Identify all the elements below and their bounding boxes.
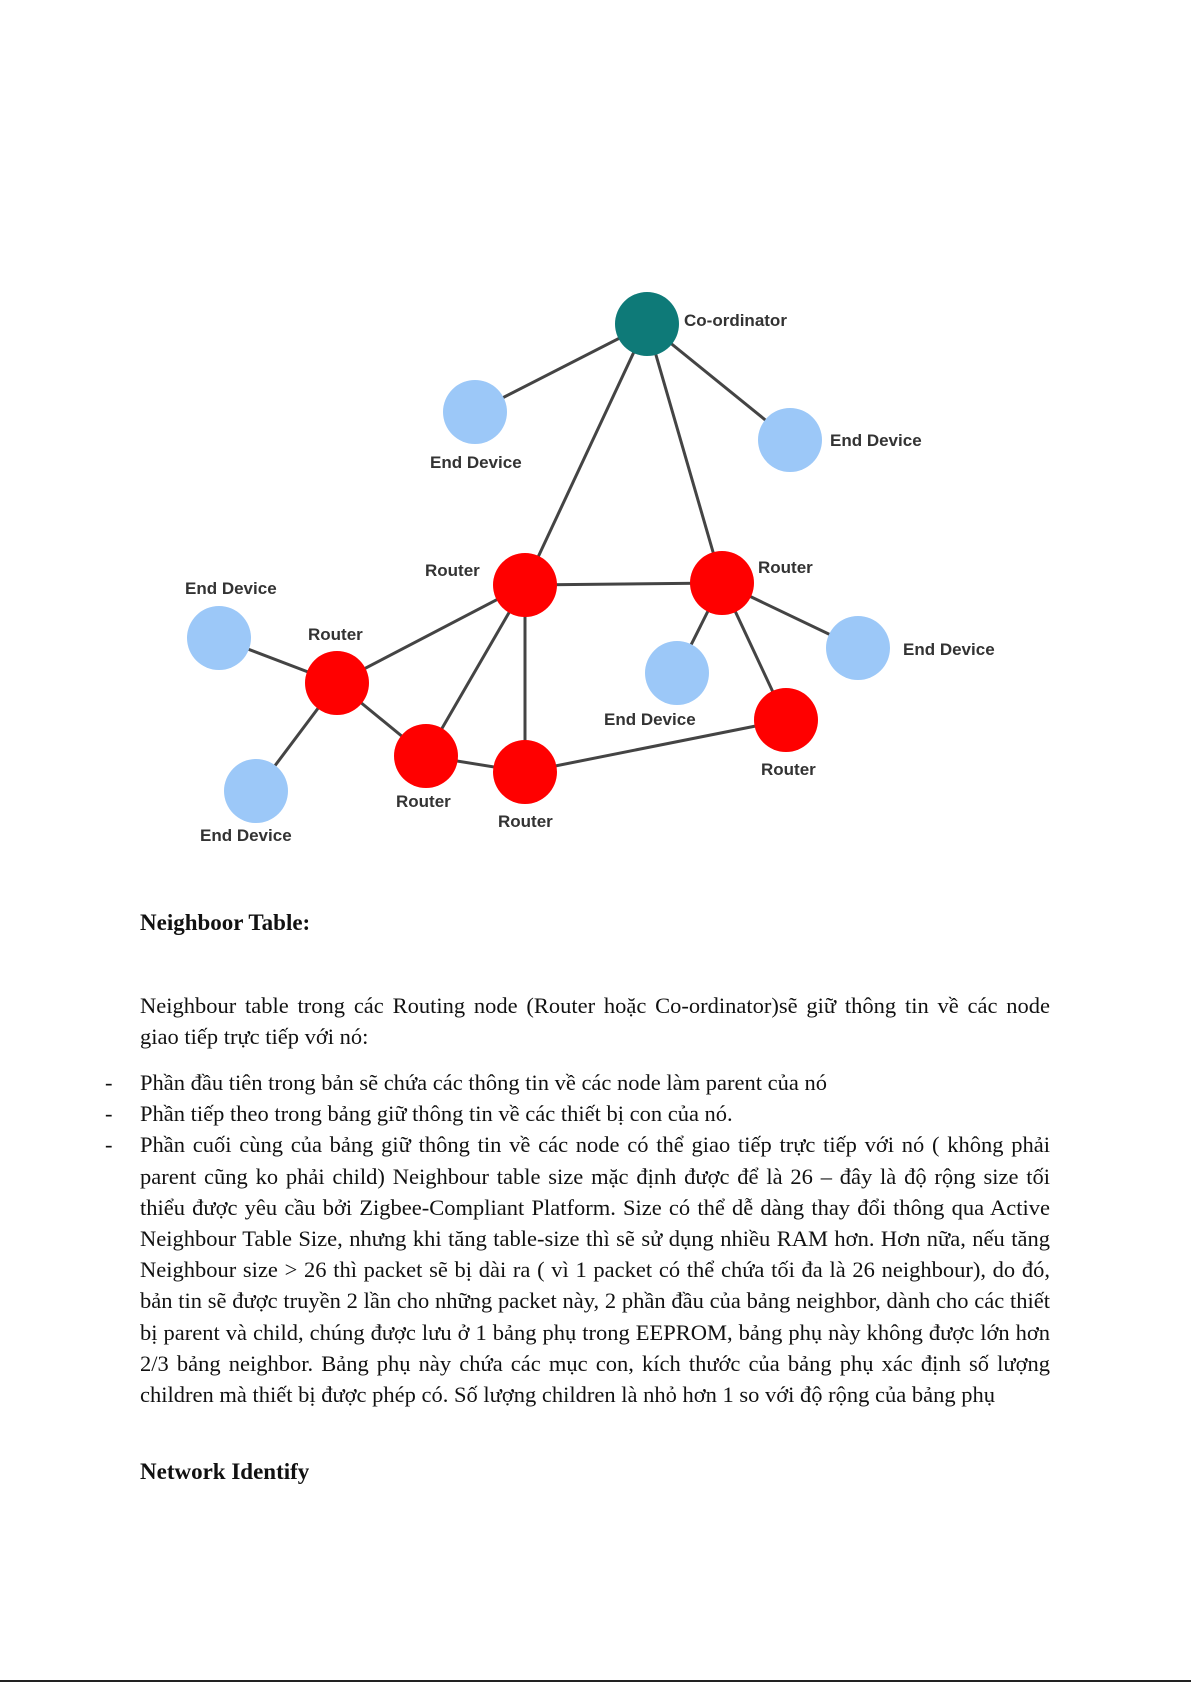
link bbox=[424, 584, 527, 757]
router-node bbox=[690, 551, 754, 615]
end-device-node bbox=[443, 380, 507, 444]
router-label: Router bbox=[308, 625, 363, 644]
end-device-label: End Device bbox=[830, 431, 922, 450]
router-node bbox=[754, 688, 818, 752]
end-device-label: End Device bbox=[185, 579, 277, 598]
router-node bbox=[305, 651, 369, 715]
router-label: Router bbox=[425, 561, 480, 580]
end-device-node bbox=[224, 759, 288, 823]
page-bottom-rule bbox=[0, 1680, 1191, 1682]
router-label: Router bbox=[396, 792, 451, 811]
end-device-label: End Device bbox=[903, 640, 995, 659]
end-device-label: End Device bbox=[604, 710, 696, 729]
link bbox=[524, 581, 723, 587]
link bbox=[524, 718, 787, 774]
end-device-node bbox=[826, 616, 890, 680]
bullet-dash: - bbox=[105, 1101, 113, 1127]
router-label: Router bbox=[761, 760, 816, 779]
coordinator-label: Co-ordinator bbox=[684, 311, 787, 330]
end-device-node bbox=[187, 606, 251, 670]
coordinator-node bbox=[615, 292, 679, 356]
end-device-node bbox=[758, 408, 822, 472]
link bbox=[474, 322, 648, 414]
link bbox=[523, 323, 649, 586]
router-node bbox=[493, 740, 557, 804]
router-label: Router bbox=[758, 558, 813, 577]
bullet-dash: - bbox=[105, 1132, 113, 1158]
list-item: - Phần đầu tiên trong bản sẽ chứa các th… bbox=[0, 1067, 1050, 1098]
bullet-text: Phần cuối cùng của bảng giữ thông tin về… bbox=[140, 1132, 1050, 1408]
end-device-node bbox=[645, 641, 709, 705]
bullet-dash: - bbox=[105, 1070, 113, 1095]
link bbox=[336, 583, 526, 685]
neighbor-table-heading: Neighboor Table: bbox=[140, 910, 311, 935]
list-item: - Phần cuối cùng của bảng giữ thông tin … bbox=[0, 1129, 1050, 1410]
neighbor-table-intro: Neighbour table trong các Routing node (… bbox=[140, 993, 1050, 1049]
end-device-label: End Device bbox=[430, 453, 522, 472]
bullet-text: Phần đầu tiên trong bản sẽ chứa các thôn… bbox=[140, 1070, 827, 1095]
bullet-text: Phần tiếp theo trong bảng giữ thông tin … bbox=[140, 1101, 733, 1127]
link bbox=[645, 323, 724, 584]
zigbee-network-diagram: Co-ordinator End Device End Device Route… bbox=[185, 292, 995, 845]
router-node bbox=[394, 724, 458, 788]
neighbor-table-bullets: - Phần đầu tiên trong bản sẽ chứa các th… bbox=[0, 1067, 1191, 1410]
network-identify-heading: Network Identify bbox=[140, 1459, 310, 1484]
router-label: Router bbox=[498, 812, 553, 831]
list-item: - Phần tiếp theo trong bảng giữ thông ti… bbox=[0, 1098, 1050, 1129]
end-device-label: End Device bbox=[200, 826, 292, 845]
router-node bbox=[493, 553, 557, 617]
